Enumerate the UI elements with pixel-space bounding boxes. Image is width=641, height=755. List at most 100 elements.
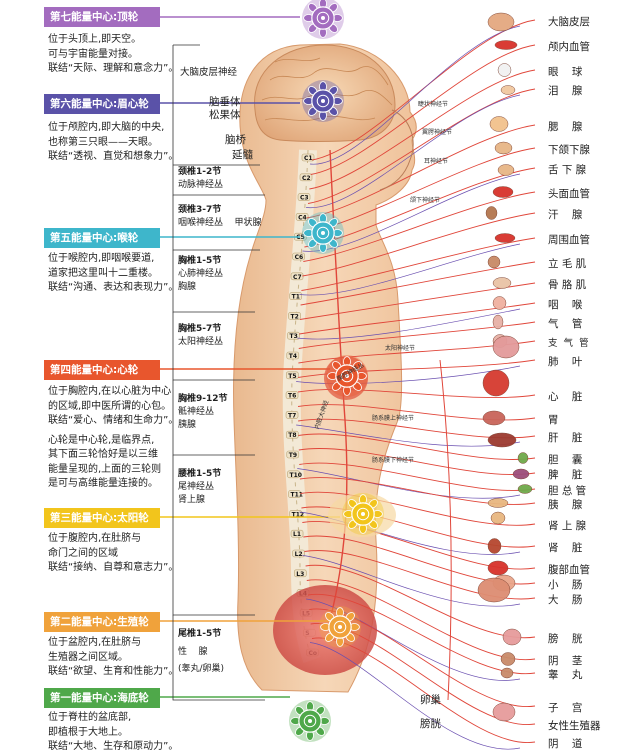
segment-title: 颈椎1-2节 [178, 167, 222, 177]
desc-line: 可与宇宙能量对接。 [48, 48, 138, 60]
organ-icon [500, 85, 516, 95]
nerve-line [298, 448, 536, 475]
vertebra [292, 252, 305, 261]
segment-item: 胸腺 [178, 282, 197, 292]
segment-cervical-1-2: 颈椎1-2节 动脉神经丛 [178, 166, 223, 192]
sympathetic-line [306, 598, 521, 681]
organ-label: 肺 叶 [548, 356, 583, 368]
vertebra-label: T12 [292, 511, 304, 518]
desc-line: 联结“沟通、表达和表现力”。 [48, 282, 179, 293]
organ-icon [482, 369, 510, 397]
vertebra-label: T11 [290, 492, 302, 499]
vertebra-label: C3 [300, 195, 309, 202]
vertebra-label: L3 [296, 571, 304, 578]
segment-lumbar-1-5: 腰椎1-5节 尾神经丛 肾上腺 [178, 468, 221, 507]
vertebra-label: T2 [290, 313, 298, 320]
sympathetic-line [309, 642, 521, 750]
ganglion-pterygopalatine: 翼腭神经节 [422, 129, 453, 136]
nerve-line [299, 477, 536, 505]
organ-icon [490, 511, 506, 525]
nerve-line [309, 69, 536, 190]
organ-icon [492, 702, 516, 722]
label-pineal: 松果体 [209, 109, 241, 121]
organ-icon [492, 335, 520, 359]
nerve-line [299, 282, 536, 320]
chakra-throat-desc: 位于喉腔内,即咽喉要道, 道家把这里叫十二重楼。 联结“沟通、表达和表现力”。 [48, 252, 178, 296]
desc-line: 心轮是中心轮,是临界点, [48, 434, 155, 446]
third-eye-chakra-icon [302, 80, 344, 122]
ganglion-ciliary: 睫状神经节 [418, 101, 449, 108]
vertebra-label: T9 [289, 452, 297, 459]
segment-thoracic-1-5: 胸椎1-5节 心肺神经丛 胸腺 [178, 255, 223, 294]
segment-item: 骶神经丛 [178, 407, 215, 417]
vertebra [287, 331, 300, 340]
peripheral-trunk [439, 359, 452, 701]
segment-item: 胰腺 [178, 420, 197, 430]
desc-line: 联结“天际、理解和意念力”。 [48, 63, 179, 74]
organ-label: 骨 胳 肌 [548, 279, 587, 291]
organ-icon [487, 255, 501, 269]
chakra-crown-desc: 位于头顶上,即天空。 可与宇宙能量对接。 联结“天际、理解和意念力”。 [48, 33, 178, 77]
vertebra [289, 292, 302, 300]
organ-icon [487, 432, 517, 448]
segment-cervical-3-7: 颈椎3-7节 咽喉神经丛 甲状腺 [178, 204, 261, 230]
desc-line: 生殖器之间区域。 [48, 651, 128, 663]
ganglion-inf-mesenteric: 肠系膜下神经节 [372, 457, 415, 464]
organ-icon [489, 116, 509, 132]
organ-icon [494, 233, 516, 243]
organ-icon [500, 667, 514, 679]
segment-item: 性 腺 [178, 647, 208, 657]
nerve-line [303, 191, 536, 262]
vertebra-label: C6 [295, 254, 304, 261]
vertebra [285, 430, 299, 439]
segment-title: 尾椎1-5节 [178, 629, 222, 639]
organ-label: 心 脏 [548, 391, 583, 403]
organ-label: 下颌下腺 [548, 144, 590, 156]
sympathetic-line [309, 25, 521, 165]
segment-item: 太阳神经丛 [178, 337, 224, 347]
organ-icon [517, 452, 529, 464]
throat-chakra-icon [302, 212, 344, 254]
nerve-line [297, 404, 536, 421]
organ-label: 立 毛 肌 [548, 258, 587, 270]
vertebra [290, 529, 304, 538]
chakra-crown-header: 第七能量中心:顶轮 [44, 7, 160, 27]
organ-label: 子 宫 [548, 702, 583, 714]
desc-line: 的区域,即中医所谓的心包。 [48, 400, 172, 412]
organ-label: 阴 道 [548, 738, 583, 750]
nerve-line [301, 237, 536, 291]
organ-label: 咽 喉 [548, 299, 583, 311]
sympathetic-line [297, 468, 521, 499]
organ-label: 阴 茎 [548, 655, 583, 667]
label-pons: 脑桥 [225, 134, 246, 146]
chakra-heart-header: 第四能量中心:心轮 [44, 360, 160, 380]
desc-line: 位于脊柱的盆底部, [48, 712, 132, 723]
ganglion-otic: 耳神经节 [424, 158, 449, 165]
chakra-heart-desc: 位于胸腔内,在以心脏为中心 的区域,即中医所谓的心包。 联结“爱心、情绪和生命力… [48, 385, 178, 492]
chakra-sacral-header: 第二能量中心:生殖轮 [44, 612, 160, 632]
desc-line: 道家把这里叫十二重楼。 [48, 267, 158, 279]
nerve-line [310, 44, 536, 175]
vertebra-label: C7 [293, 274, 302, 281]
desc-line: 联结“接纳、自尊和意志力”。 [48, 562, 179, 573]
organ-icon [497, 164, 515, 176]
chakra-root-header: 第一能量中心:海底轮 [44, 688, 160, 708]
chakra-solar-desc: 位于腹腔内,在肚脐与 命门之间的区域 联结“接纳、自尊和意志力”。 [48, 532, 178, 576]
chakra-solar-header: 第三能量中心:太阳轮 [44, 508, 160, 528]
segment-item: 尾神经丛 [178, 482, 215, 492]
segment-title: 腰椎1-5节 [178, 469, 222, 479]
organ-label: 颅内血管 [548, 41, 590, 53]
desc-line: 即植根于大地上。 [48, 726, 128, 738]
desc-line: 位于头顶上,即天空。 [48, 34, 142, 45]
nerve-line [298, 433, 536, 460]
nerve-line [302, 212, 536, 277]
sacral-chakra-icon [319, 606, 361, 648]
organ-icon [494, 141, 513, 155]
vertebra-label: L1 [293, 531, 301, 538]
chakra-throat-header: 第五能量中心:喉轮 [44, 228, 160, 248]
organ-icon [500, 652, 516, 666]
desc-line: 其下面三轮恰好是以三维 [48, 449, 158, 460]
organ-label: 肝 脏 [548, 432, 583, 444]
vertebra [286, 450, 300, 459]
